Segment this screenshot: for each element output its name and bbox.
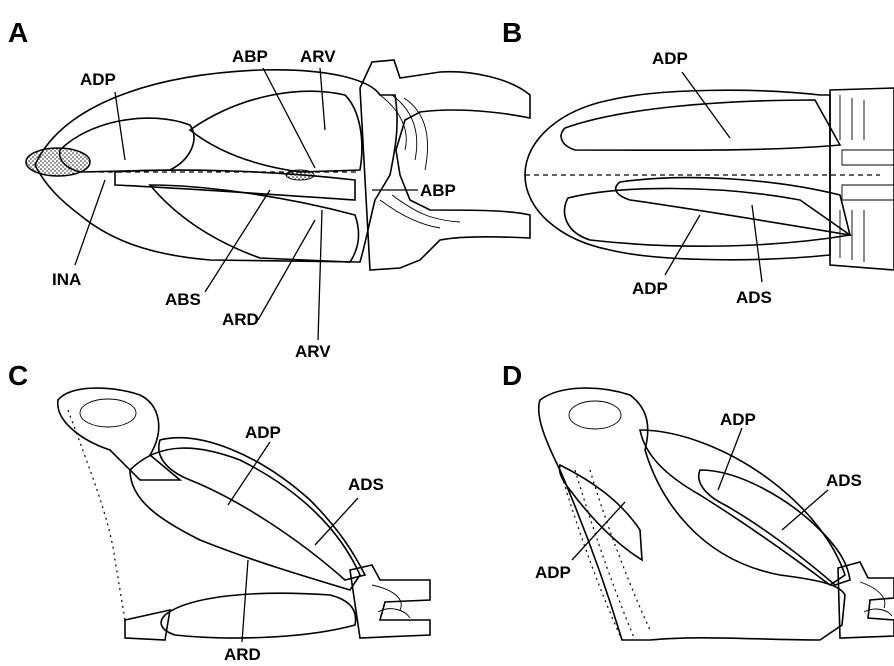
panel-c-outline-dotted [68, 410, 125, 620]
panel-a-label-abs: ABS [165, 290, 201, 309]
panel-b-drawing [525, 88, 894, 270]
panel-d-adp-left-muscle [559, 465, 642, 560]
panel-a-arv-muscle [190, 91, 362, 172]
panel-b: B ADP ADP ADS [502, 17, 894, 307]
panel-c-label-adp: ADP [245, 423, 281, 442]
panel-d-label-adp-top: ADP [720, 410, 756, 429]
panel-a-tip [26, 148, 90, 176]
panel-c-process [58, 388, 180, 480]
panel-c-process-ring [80, 399, 136, 427]
panel-a-label-ard: ARD [222, 310, 259, 329]
panel-b-adp-upper [561, 100, 840, 150]
panel-c-letter: C [8, 360, 28, 391]
panel-d: D ADP ADS ADP [502, 360, 894, 640]
panel-c-leaders [228, 442, 358, 642]
panel-a-label-abp-right: ABP [420, 181, 456, 200]
panel-a-letter: A [8, 17, 28, 48]
panel-c-ard-muscle [161, 593, 355, 638]
panel-b-ads-muscle [616, 178, 850, 235]
panel-c: C ADP ADS ARD [8, 360, 430, 664]
panel-b-letter: B [502, 17, 522, 48]
panel-a-vertebra [360, 60, 530, 270]
panel-d-label-ads: ADS [826, 471, 862, 490]
panel-d-drawing [539, 388, 894, 640]
panel-c-label-ard: ARD [224, 645, 261, 664]
panel-c-base [125, 610, 170, 640]
panel-a-label-abp-top: ABP [232, 47, 268, 66]
panel-b-adp-lower [564, 188, 850, 246]
panel-c-drawing [58, 388, 430, 640]
panel-a-label-arv-top: ARV [300, 47, 336, 66]
panel-d-vertebra [838, 562, 894, 638]
panel-a-label-adp: ADP [80, 70, 116, 89]
panel-a: A [8, 17, 530, 361]
panel-d-label-adp-left: ADP [535, 563, 571, 582]
panel-a-label-ina: INA [52, 270, 81, 289]
panel-d-bone [539, 388, 845, 640]
panel-a-drawing [26, 60, 530, 270]
panel-d-adp-muscle [640, 430, 845, 585]
panel-d-letter: D [502, 360, 522, 391]
panel-c-label-ads: ADS [348, 475, 384, 494]
panel-d-process-ring [569, 401, 621, 429]
panel-b-label-ads: ADS [736, 288, 772, 307]
panel-a-label-arv-bottom: ARV [295, 342, 331, 361]
panel-b-vertebra-lines [840, 95, 894, 262]
panel-b-label-adp-top: ADP [652, 49, 688, 68]
panel-b-label-adp-bottom: ADP [632, 279, 668, 298]
panel-a-ard-muscle [150, 185, 359, 262]
panel-d-leaders [572, 428, 828, 560]
panel-c-adp-muscle [130, 448, 360, 590]
panel-c-ads-muscle [159, 438, 365, 580]
